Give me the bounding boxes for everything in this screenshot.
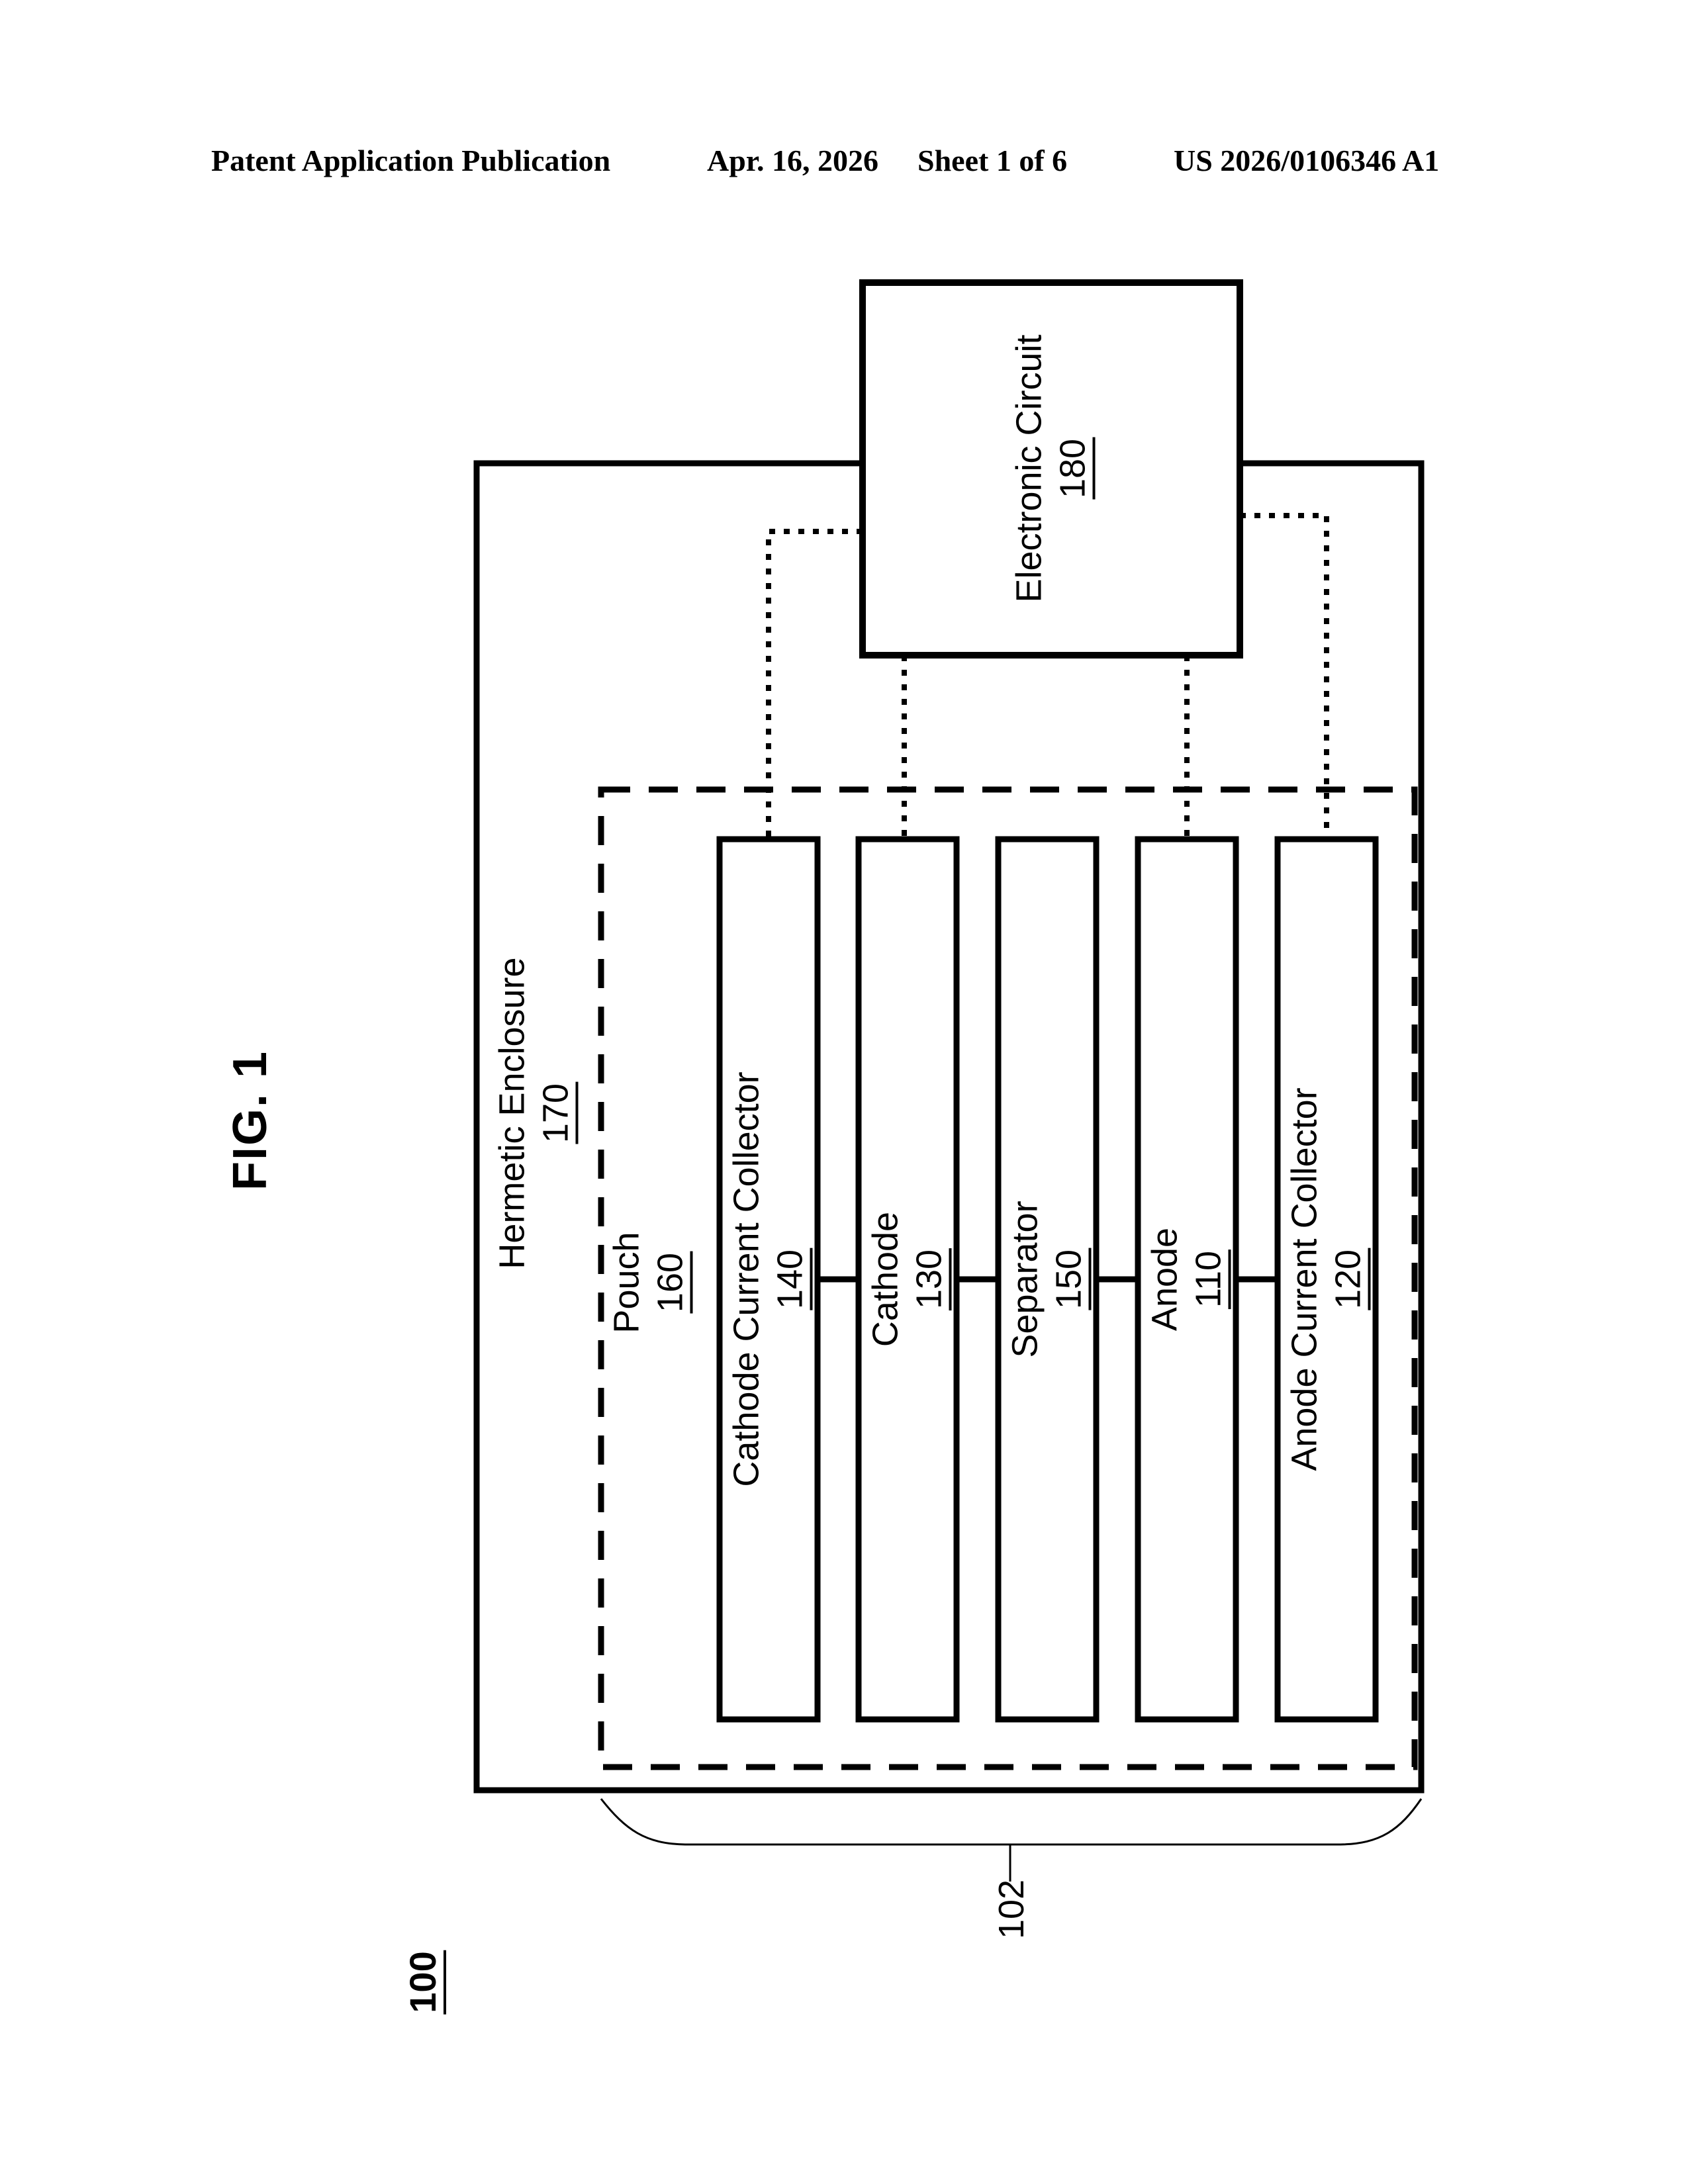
anode-current-collector-label: Anode Current Collector 120	[1283, 1087, 1371, 1471]
layer-name: Separator	[1005, 1201, 1045, 1358]
cathode-current-collector-box	[716, 836, 821, 1723]
electronic-circuit-ref: 180	[1053, 437, 1096, 500]
pouch-body-brace-curve	[600, 1798, 1423, 1846]
hermetic-enclosure-ref: 170	[536, 1081, 579, 1145]
electronic-circuit-name: Electronic Circuit	[1009, 334, 1049, 603]
ref-100-text: 100	[402, 1950, 446, 2015]
anode-current-collector-box	[1274, 836, 1379, 1723]
cathode-box	[855, 836, 960, 1723]
ref-102-text: 102	[992, 1879, 1031, 1940]
layer-name: Cathode	[865, 1211, 906, 1347]
header-publication: Patent Application Publication	[211, 144, 611, 177]
cathode-current-collector-label: Cathode Current Collector 140	[725, 1071, 813, 1487]
separator-label: Separator 150	[1004, 1201, 1092, 1358]
electronic-circuit-box	[859, 279, 1243, 659]
separator-box	[995, 836, 1100, 1723]
layer-name: Anode Current Collector	[1284, 1087, 1325, 1471]
hermetic-enclosure-name: Hermetic Enclosure	[492, 957, 532, 1269]
hermetic-enclosure-dashed-rect	[598, 786, 1418, 1770]
header-sheet-number: Sheet 1 of 6	[917, 144, 1068, 177]
hermetic-enclosure-label: Hermetic Enclosure 170	[491, 957, 579, 1269]
header-doc-number: US 2026/0106346 A1	[1174, 144, 1440, 177]
header-date: Apr. 16, 2026	[707, 144, 878, 177]
layer-ref: 150	[1049, 1248, 1092, 1311]
dotted-connector-cathode-collector	[766, 529, 863, 839]
pouch-name: Pouch	[606, 1232, 647, 1334]
layer-ref: 120	[1329, 1248, 1371, 1311]
pouch-label: Pouch 160	[605, 1232, 693, 1334]
pouch-ref: 160	[651, 1251, 693, 1314]
electronic-circuit-label: Electronic Circuit 180	[1008, 334, 1096, 603]
layer-name: Anode	[1145, 1227, 1185, 1332]
figure-label: FIG. 1	[224, 1050, 277, 1191]
anode-box	[1135, 836, 1239, 1723]
ref-102: 102	[990, 1878, 1033, 1940]
layer-name: Cathode Current Collector	[726, 1071, 767, 1487]
ref-100: 100	[401, 1950, 446, 2015]
layer-ref: 140	[771, 1248, 813, 1311]
anode-label: Anode 110	[1143, 1228, 1231, 1331]
cathode-label: Cathode 130	[864, 1212, 952, 1347]
layer-ref: 130	[910, 1248, 952, 1311]
layer-ref: 110	[1189, 1249, 1231, 1310]
